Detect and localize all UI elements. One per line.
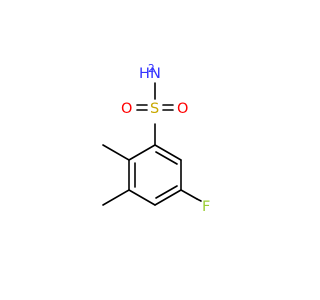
molecule-diagram: N H 2 S O O F	[102, 63, 210, 215]
atom-s-label: S	[150, 101, 159, 117]
bond-c6-c1	[154, 144, 182, 161]
atom-o-right-label: O	[177, 101, 188, 117]
bond-c5-f	[180, 189, 198, 200]
bond-c6-c1-inner	[155, 151, 178, 165]
atom-n-label: N	[150, 66, 161, 82]
atom-h-count: 2	[148, 63, 155, 75]
atom-o-left-label: O	[121, 101, 132, 117]
bond-c5-f-colored	[196, 198, 202, 202]
bond-c4-c5	[154, 189, 182, 206]
bond-c2-methyl	[102, 144, 130, 161]
atom-f-label: F	[202, 199, 210, 215]
bond-c3-c4	[128, 189, 156, 206]
structure-canvas: N H 2 S O O F	[102, 63, 210, 215]
bond-c1-c2	[128, 144, 156, 161]
bond-c3-methyl	[102, 189, 130, 206]
bond-c4-c5-inner	[155, 185, 178, 199]
atom-h-label: H	[139, 66, 150, 82]
